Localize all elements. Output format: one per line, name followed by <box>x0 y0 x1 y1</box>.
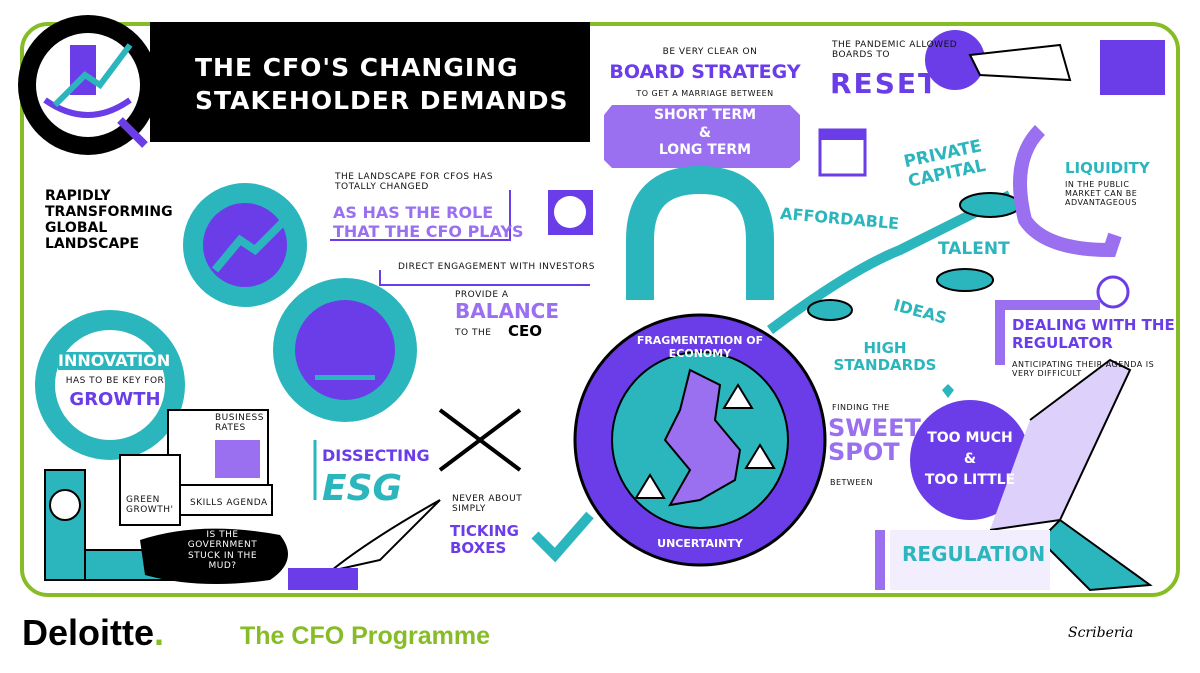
government-mud-text: Is the government stuck in the mud? <box>187 530 258 572</box>
checkmark-icon <box>531 511 594 563</box>
globe-chart-icon <box>18 15 158 155</box>
be-clear-text: Be very clear on <box>662 47 758 57</box>
green-growth-card: Green growth' <box>126 495 174 516</box>
talent-text: Talent <box>938 239 1010 259</box>
high-standards-text: High standards <box>833 339 937 375</box>
page-title: The CFO's changingstakeholder demands <box>150 22 590 142</box>
balance-text: Balance <box>455 299 560 323</box>
lock-bottom-label: Uncertainty <box>657 537 743 550</box>
warning-icon <box>634 473 666 499</box>
sweet-spot-text: Sweet spot <box>828 414 921 466</box>
illustration-frame <box>20 22 1180 597</box>
skills-agenda-card: Skills agenda <box>190 498 268 508</box>
liquidity-subtext: in the public market can be advantageous <box>1065 180 1138 208</box>
scissors-icon <box>438 408 522 472</box>
finding-text: Finding the <box>832 403 890 412</box>
between-text: between <box>830 478 873 487</box>
liquidity-title: Liquidity <box>1065 159 1150 177</box>
money-icon <box>1013 125 1122 258</box>
growth-label: Growth <box>69 389 161 410</box>
short-long-term-banner: Short term&Long term <box>653 107 757 158</box>
warning-icon <box>722 383 754 409</box>
banner <box>604 105 800 168</box>
button-icon <box>925 30 985 90</box>
ticking-boxes-text: Ticking boxes <box>450 522 519 558</box>
gear-icon <box>183 183 307 307</box>
role-text: As has the rolethat the CFO plays <box>333 203 524 242</box>
to-the-text: to the <box>455 328 492 338</box>
pandemic-text: The pandemic allowed boards to <box>832 40 958 61</box>
innovation-label: Innovation <box>58 351 171 371</box>
clock-icon <box>548 190 593 235</box>
warning-icon <box>744 443 776 469</box>
rapidly-transforming-text: Rapidly transforming global landscape <box>45 188 173 253</box>
esg-text: ESG <box>322 468 403 509</box>
gear-icon <box>273 278 417 422</box>
reset-text: Reset <box>830 67 940 100</box>
ceo-text: CEO <box>508 322 543 340</box>
padlock-icon <box>573 165 827 567</box>
marriage-text: to get a marriage between <box>636 89 774 98</box>
heart-icon <box>942 384 954 398</box>
scriberia-signature: Scriberia <box>1068 625 1134 641</box>
regulator-subtext: anticipating their agenda is very diffic… <box>1012 360 1155 379</box>
never-text: Never about simply <box>452 494 523 515</box>
provide-text: Provide a <box>455 290 509 300</box>
lock-top-label: Fragmentation of economy <box>636 334 764 360</box>
regulator-title: Dealing with the regulator <box>1012 316 1175 352</box>
pointing-hand-icon <box>968 40 1165 95</box>
board-strategy-title: Board strategy <box>609 61 801 83</box>
landscape-text: The landscape for CFOs has totally chang… <box>335 172 494 193</box>
innovation-subtext: has to be key for <box>65 376 165 386</box>
regulation-text: Regulation <box>902 542 1046 566</box>
business-rates-card: Business rates <box>215 413 264 434</box>
programme-title: The CFO Programme <box>240 622 491 650</box>
too-much-too-little-circle: Too much&Too little <box>924 430 1016 488</box>
mud-blob <box>140 528 288 584</box>
uk-map-icon <box>663 368 742 507</box>
calendar-icon <box>818 128 867 177</box>
investors-text: Direct engagement with investors <box>398 262 595 272</box>
dissecting-text: Dissecting <box>322 446 430 465</box>
deloitte-logo: Deloitte. <box>22 612 165 653</box>
crystal-ball-icon <box>1096 275 1130 309</box>
